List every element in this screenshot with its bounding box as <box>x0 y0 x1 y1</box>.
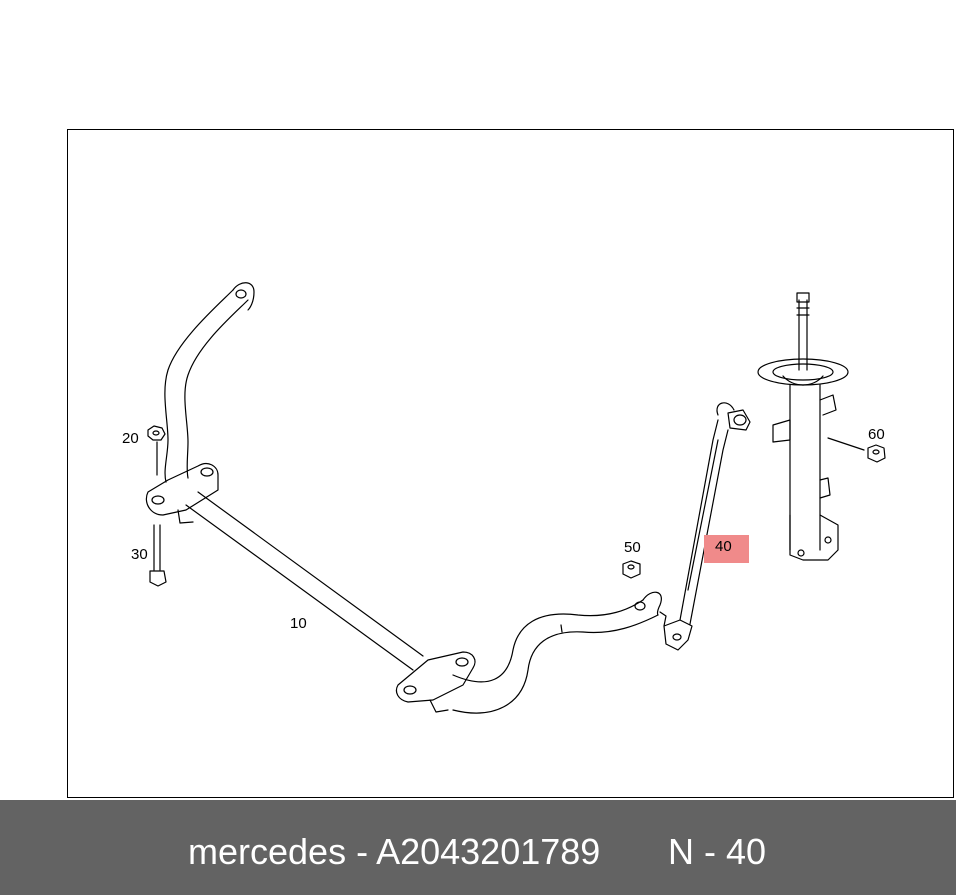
left-bushing-bracket[interactable] <box>145 463 219 524</box>
stabilizer-bar[interactable] <box>164 282 662 714</box>
stabilizer-link-40[interactable] <box>659 402 751 651</box>
diagram-frame: 20 30 10 50 40 60 <box>67 129 954 798</box>
right-bushing-bracket[interactable] <box>395 651 476 713</box>
footer-bar <box>0 800 956 895</box>
nut-60[interactable] <box>827 437 886 463</box>
callout-60: 60 <box>868 426 885 443</box>
callout-50: 50 <box>624 539 641 556</box>
suspension-parts-drawing <box>145 282 886 714</box>
callout-10: 10 <box>290 615 307 632</box>
callout-20: 20 <box>122 430 139 447</box>
callout-30: 30 <box>131 546 148 563</box>
footer-position-number: N - 40 <box>668 831 767 872</box>
nut-20[interactable] <box>147 425 166 476</box>
strut-assembly[interactable] <box>757 292 849 561</box>
bolt-30[interactable] <box>149 524 167 587</box>
callout-40-highlighted: 40 <box>704 535 749 563</box>
footer-brand-part-number: mercedes - A2043201789 <box>188 831 601 872</box>
nut-50[interactable] <box>622 560 641 579</box>
